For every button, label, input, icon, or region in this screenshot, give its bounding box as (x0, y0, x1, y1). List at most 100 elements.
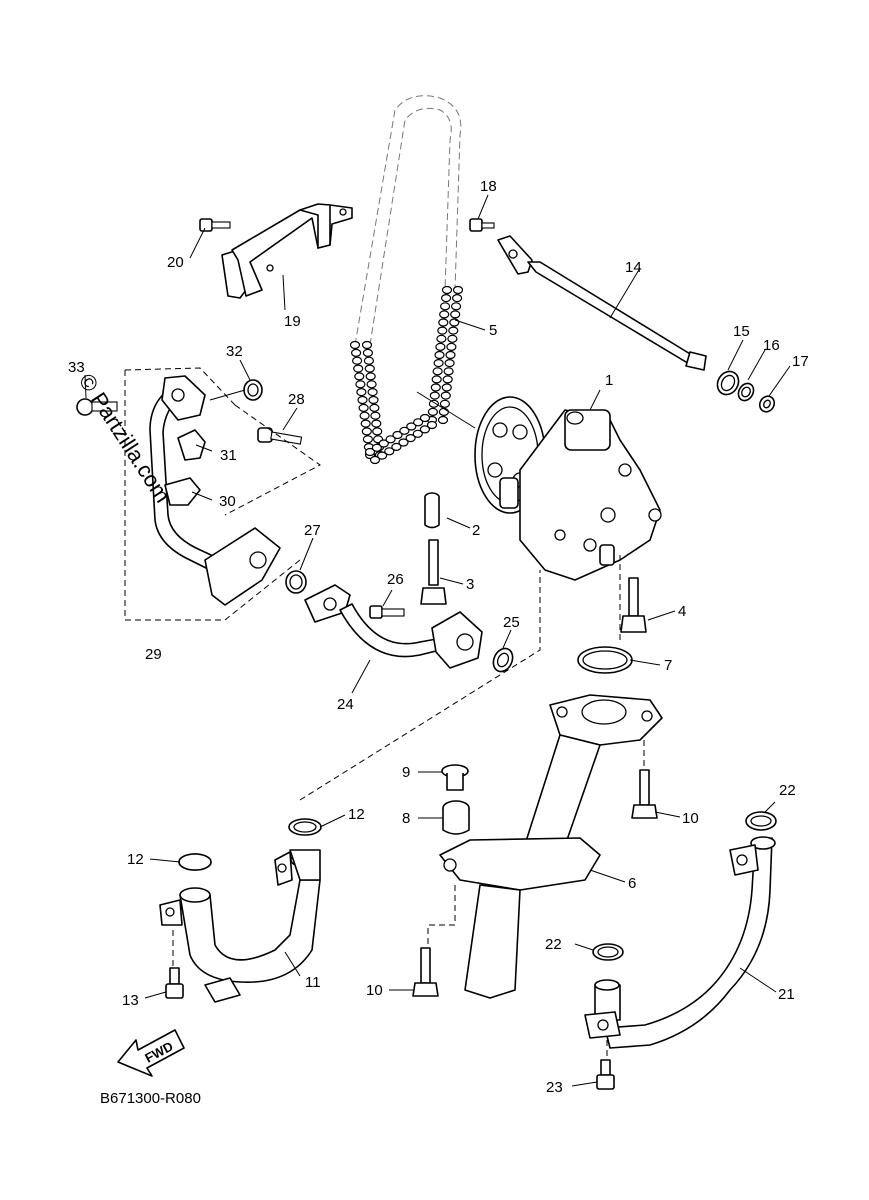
chain-link (351, 348, 362, 357)
callout-22-upper: 22 (779, 782, 796, 799)
chain-link (377, 451, 388, 460)
chain-link (441, 285, 453, 295)
chain-link (385, 435, 396, 444)
drive-chain (349, 95, 464, 465)
chain-link (429, 391, 440, 400)
chain-link (442, 375, 453, 384)
chain-link (371, 443, 382, 452)
callout-27: 27 (304, 522, 321, 539)
bolt-13 (165, 967, 184, 999)
chain-link (445, 350, 456, 360)
chain-link (452, 285, 464, 295)
chain-link (430, 383, 441, 392)
callout-20: 20 (167, 254, 184, 271)
callout-33: 33 (68, 359, 85, 376)
chain-link (437, 415, 449, 425)
chain-link (438, 318, 449, 327)
leader-lines (84, 194, 791, 1087)
callout-18: 18 (480, 178, 497, 195)
chain-link (419, 425, 430, 434)
chain-link (384, 447, 395, 456)
chain-link (451, 302, 462, 311)
damper-8 (442, 800, 470, 835)
chain-link (435, 342, 446, 351)
callout-11: 11 (305, 974, 321, 991)
callout-21: 21 (778, 986, 795, 1003)
callout-29: 29 (145, 646, 162, 663)
chain-link (413, 418, 424, 427)
chain-link (353, 364, 364, 373)
chain-link (398, 438, 409, 447)
callout-31: 31 (220, 447, 237, 464)
chain-link (452, 294, 463, 303)
pump-bolt-4 (620, 577, 647, 633)
chain-link (364, 447, 376, 457)
chain-link (436, 334, 447, 343)
chain-link (352, 356, 363, 365)
pipe-bolt (469, 218, 495, 232)
callout-24: 24 (337, 696, 354, 713)
chain-link (427, 407, 438, 416)
callout-10-upper: 10 (682, 810, 699, 827)
callout-23: 23 (546, 1079, 563, 1096)
chain-link (440, 302, 451, 311)
clamp-30 (164, 477, 201, 506)
callout-16: 16 (763, 337, 780, 354)
bracket (221, 203, 353, 299)
callout-15: 15 (733, 323, 750, 340)
gasket-12-left (178, 853, 212, 871)
chain-link (371, 419, 382, 428)
oil-pipe-24 (304, 584, 483, 669)
chain-link (406, 422, 417, 431)
chain-link (438, 407, 449, 416)
bolt-23 (596, 1059, 615, 1090)
chain-link (364, 364, 375, 373)
chain-link (349, 340, 361, 350)
chain-link (361, 427, 372, 436)
chain-link (439, 310, 450, 319)
bracket-bolt (199, 218, 231, 232)
callout-26: 26 (387, 571, 404, 588)
clamp-31 (177, 429, 206, 461)
callout-6: 6 (628, 875, 636, 892)
chain-link (440, 391, 451, 400)
chain-link (368, 395, 379, 405)
callout-28: 28 (288, 391, 305, 408)
collar-9 (441, 764, 469, 791)
oil-pump-assembly (474, 396, 662, 581)
chain-link (444, 359, 455, 368)
chain-link (361, 340, 373, 350)
pump-bolt-3 (420, 539, 447, 605)
chain-link (362, 348, 373, 357)
chain-link (391, 442, 402, 451)
chain-link (448, 326, 459, 335)
bolt-10-upper (631, 769, 658, 819)
chain-link (426, 420, 438, 430)
oil-pipe-assembly (149, 375, 281, 606)
chain-link (360, 419, 371, 428)
chain-link (434, 350, 445, 360)
callout-5: 5 (489, 322, 497, 339)
chain-link (446, 342, 457, 351)
bolt-26 (369, 605, 405, 619)
chain-link (412, 429, 423, 438)
chain-link (356, 388, 367, 397)
chain-link (369, 403, 380, 412)
bolt-10-lower (412, 947, 439, 997)
callout-22-lower: 22 (545, 936, 562, 953)
oil-strainer (439, 694, 663, 999)
callout-14: 14 (625, 259, 642, 276)
chain-link (447, 334, 458, 343)
chain-link (419, 413, 431, 423)
chain-link (365, 372, 376, 381)
diagram-code: B671300-R080 (100, 1090, 201, 1107)
fwd-arrow-icon: FWD (117, 1029, 185, 1077)
oil-delivery-pipe (497, 235, 707, 371)
chain-link (367, 388, 378, 397)
chain-link (366, 380, 377, 389)
chain-link (441, 294, 452, 303)
callout-17: 17 (792, 353, 809, 370)
chain-link (428, 399, 439, 408)
chain-link (359, 411, 370, 420)
